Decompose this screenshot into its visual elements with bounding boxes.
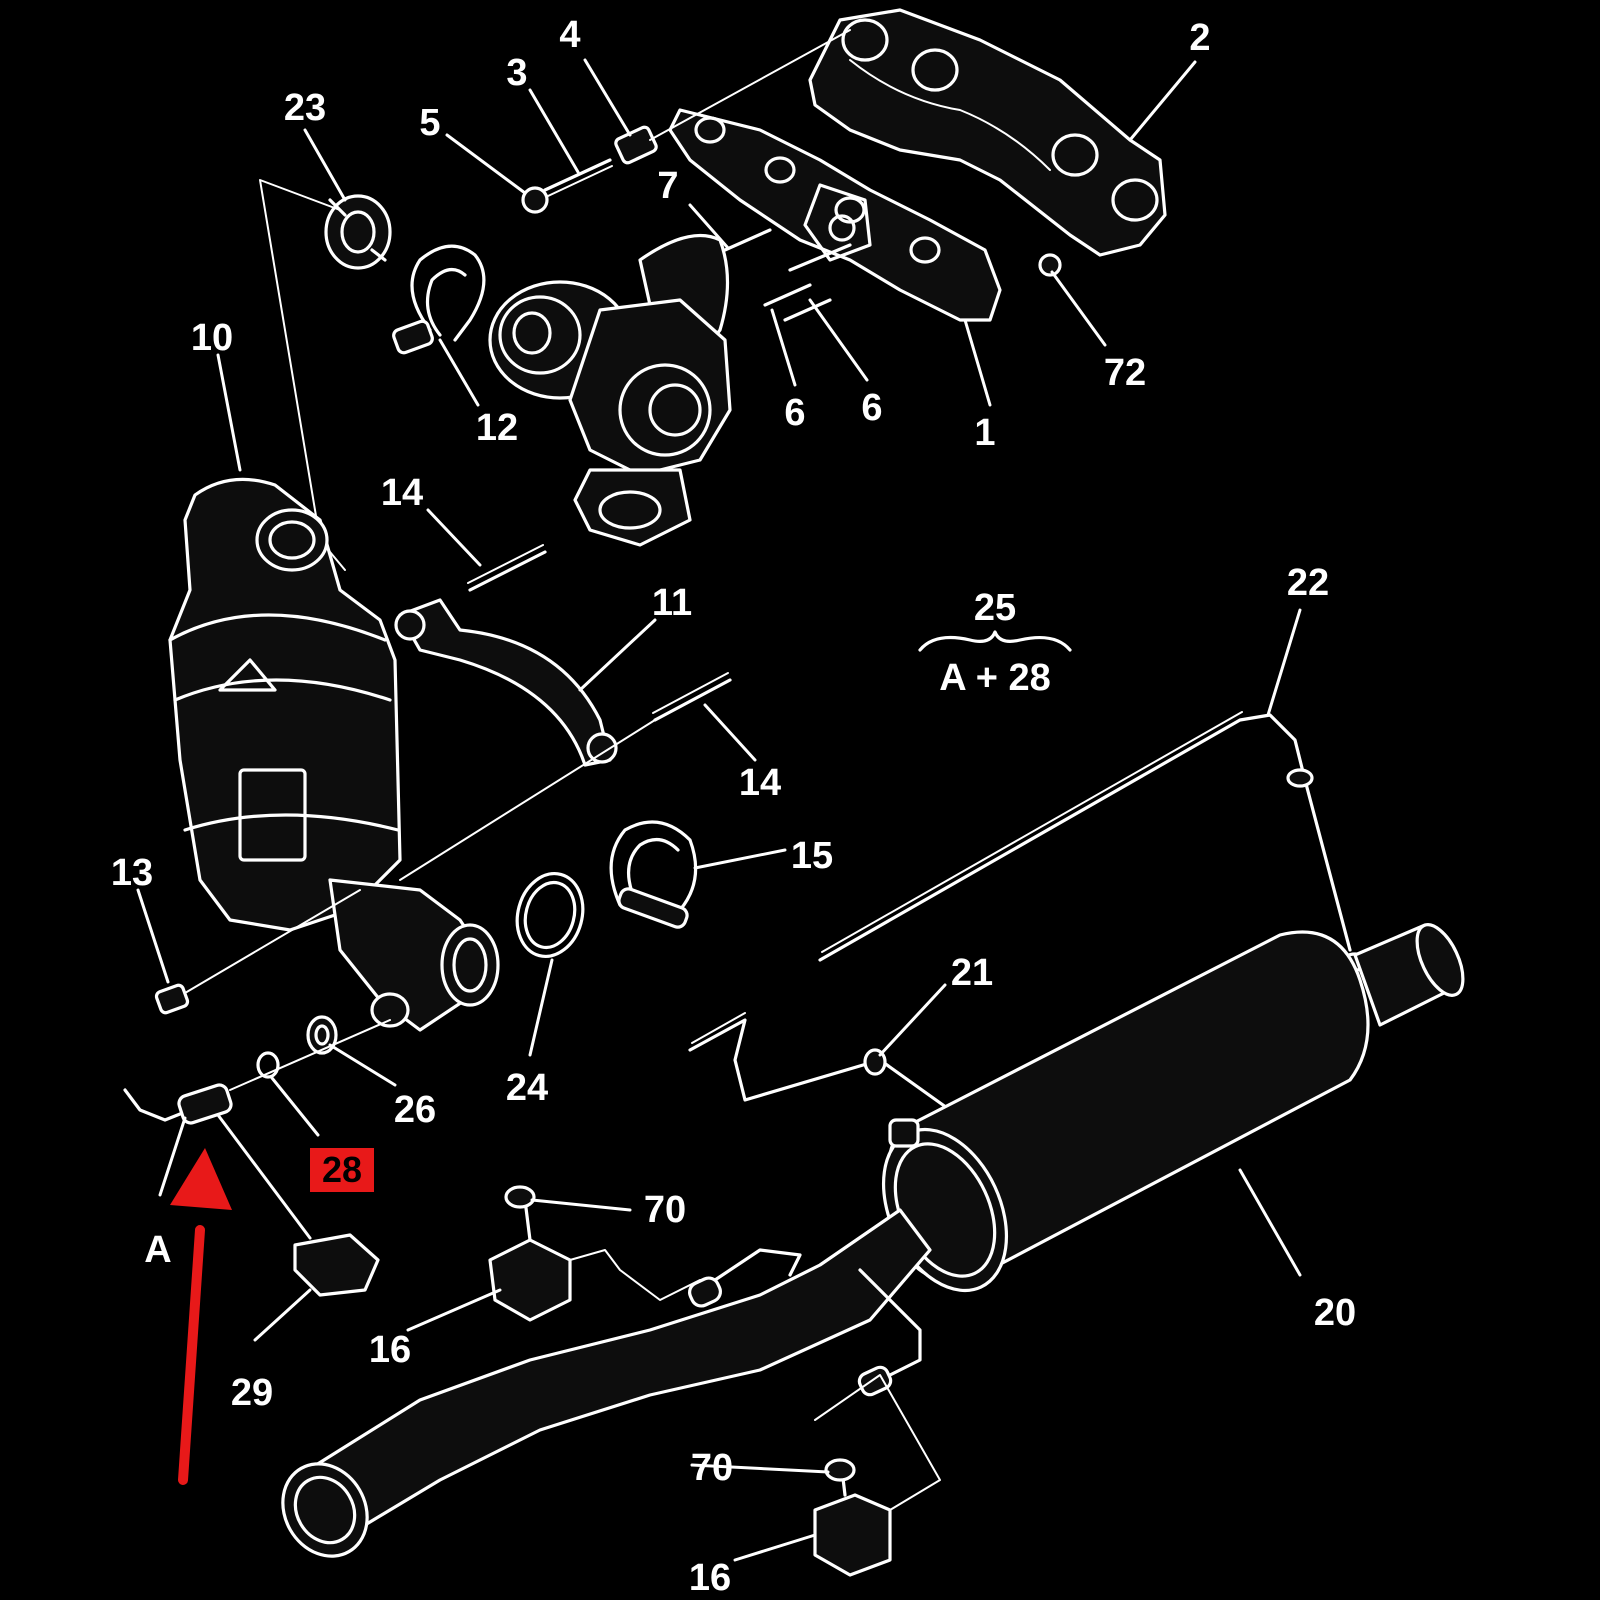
studs-6 [763, 243, 852, 322]
seal-28 [256, 1051, 280, 1079]
hanger-16-upper [488, 1198, 701, 1322]
leader-lines [136, 58, 1302, 1562]
stud-7 [723, 228, 772, 252]
label-6a: 6 [784, 392, 805, 434]
label-12: 12 [476, 407, 518, 449]
gasket-24 [515, 871, 585, 959]
brace-25 [918, 630, 1072, 652]
callout-labels: 1 2 3 4 5 6 6 7 10 11 12 13 14 14 15 16 … [111, 14, 1356, 1599]
pipe-21 [688, 1012, 952, 1112]
nut-13 [154, 889, 361, 1015]
nut-5 [521, 186, 549, 214]
highlight-box-28 [310, 1148, 374, 1192]
sensor-a [123, 1019, 391, 1125]
pipe-22 [818, 711, 1369, 972]
cap-29 [293, 1233, 380, 1297]
label-23: 23 [284, 87, 326, 129]
label-kit-contents: A + 28 [939, 657, 1051, 699]
label-3: 3 [506, 52, 527, 94]
label-16b: 16 [689, 1557, 731, 1599]
nut-72 [1038, 253, 1062, 277]
gasket-23 [324, 194, 392, 270]
spacer-4 [614, 125, 658, 165]
label-1: 1 [974, 412, 995, 454]
bracket-11 [394, 598, 618, 767]
rear-silencer-20 [881, 923, 1465, 1293]
label-a: A [144, 1229, 171, 1271]
label-70b: 70 [691, 1447, 733, 1489]
exhaust-manifold-2 [808, 8, 1167, 257]
label-14b: 14 [739, 762, 781, 804]
label-10: 10 [191, 317, 233, 359]
label-14a: 14 [381, 472, 423, 514]
intermediate-pipe [281, 1208, 932, 1558]
red-arrow [170, 1148, 232, 1485]
stud-14-lower [652, 672, 732, 722]
label-11: 11 [652, 582, 692, 624]
label-kit-number: 25 [974, 587, 1016, 629]
label-13: 13 [111, 852, 153, 894]
stud-14-upper [467, 544, 547, 592]
connector-line-4 [649, 29, 851, 141]
bolt-70-upper [504, 1185, 536, 1209]
clamp-15 [609, 820, 698, 929]
turbocharger [488, 233, 732, 547]
label-5: 5 [419, 102, 440, 144]
stud-14-axis-line [399, 719, 656, 881]
connector-line-23 [259, 179, 346, 571]
label-16a: 16 [369, 1329, 411, 1371]
label-7: 7 [657, 165, 678, 207]
label-22: 22 [1287, 562, 1329, 604]
label-21: 21 [951, 952, 993, 994]
label-6b: 6 [861, 387, 882, 429]
label-72: 72 [1104, 352, 1146, 394]
label-26: 26 [394, 1089, 436, 1131]
clamp-12 [392, 244, 486, 355]
label-20: 20 [1314, 1292, 1356, 1334]
bolt-70-lower [824, 1458, 856, 1482]
label-4: 4 [559, 14, 580, 56]
label-2: 2 [1189, 17, 1210, 59]
label-29: 29 [231, 1372, 273, 1414]
label-28: 28 [322, 1149, 362, 1190]
label-24: 24 [506, 1067, 548, 1109]
label-70a: 70 [644, 1189, 686, 1231]
hanger-16-lower [813, 1374, 941, 1577]
catalytic-converter-10 [168, 477, 500, 1032]
manifold-flange-1 [668, 108, 1002, 322]
label-15: 15 [791, 835, 833, 877]
stud-3 [543, 158, 613, 197]
